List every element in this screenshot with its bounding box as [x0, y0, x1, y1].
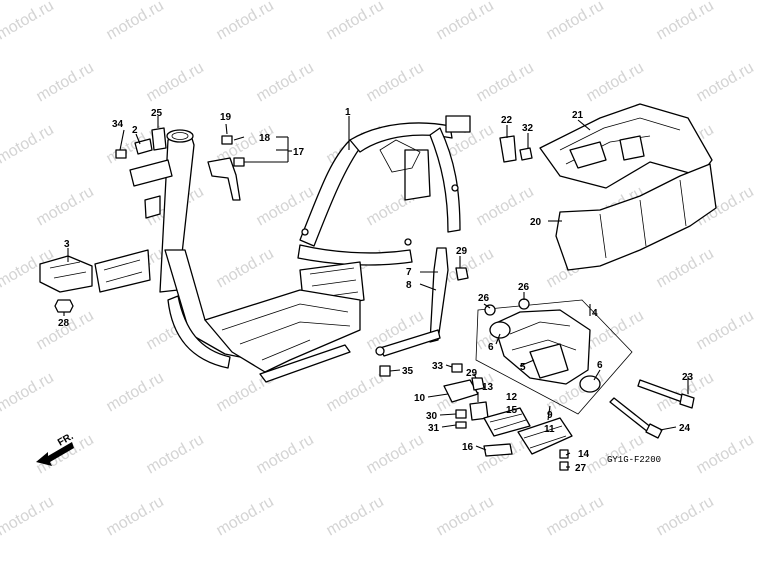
callout-27: 27	[575, 463, 587, 474]
watermark-text: motod.ru	[654, 0, 717, 43]
callout-9: 9	[547, 410, 553, 421]
callout-26b: 26	[518, 282, 530, 293]
engine-mount-bolts-drawing	[609, 379, 695, 439]
diagram-code: GY1G-F2200	[607, 455, 661, 465]
left-hardware-drawing	[39, 127, 245, 313]
front-direction-arrow: FR.	[36, 431, 76, 466]
main-frame-drawing	[129, 115, 471, 383]
callout-10: 10	[414, 393, 426, 404]
watermark-text: motod.ru	[694, 59, 757, 105]
callout-30: 30	[426, 411, 438, 422]
callout-29b: 29	[466, 368, 478, 379]
callout-labels: 1 2 3 4 5 6 6 7 8 9 10 11 12 13 14 15 16…	[58, 107, 694, 474]
callout-4: 4	[592, 308, 598, 319]
watermark-text: motod.ru	[214, 0, 277, 43]
watermark-text: motod.ru	[654, 245, 717, 291]
callout-15: 15	[506, 405, 518, 416]
watermark-text: motod.ru	[324, 493, 387, 539]
watermark-text: motod.ru	[474, 59, 537, 105]
watermark-text: motod.ru	[214, 493, 277, 539]
watermark-text: motod.ru	[364, 431, 427, 477]
callout-22: 22	[501, 115, 513, 126]
callout-25: 25	[151, 108, 163, 119]
callout-33: 33	[432, 361, 444, 372]
callout-19: 19	[220, 112, 232, 123]
watermark-text: motod.ru	[104, 0, 167, 43]
watermark-text: motod.ru	[544, 0, 607, 43]
watermark-text: motod.ru	[34, 307, 97, 353]
watermark-text: motod.ru	[474, 183, 537, 229]
watermark-text: motod.ru	[104, 369, 167, 415]
engine-hanger-drawing	[475, 298, 633, 415]
leader-lines	[63, 116, 689, 468]
callout-2: 2	[132, 125, 138, 136]
callout-13: 13	[482, 382, 494, 393]
callout-23: 23	[682, 372, 694, 383]
callout-28: 28	[58, 318, 70, 329]
watermark-text: motod.ru	[0, 369, 57, 415]
rear-fender-drawing	[499, 103, 717, 271]
callout-12: 12	[506, 392, 518, 403]
callout-6b: 6	[597, 360, 603, 371]
callout-14: 14	[578, 449, 590, 460]
watermark-text: motod.ru	[654, 493, 717, 539]
callout-1: 1	[345, 107, 351, 118]
callout-11: 11	[544, 424, 555, 435]
callout-3: 3	[64, 239, 70, 250]
watermark-text: motod.ru	[254, 431, 317, 477]
watermark-text: motod.ru	[694, 307, 757, 353]
callout-21: 21	[572, 110, 584, 121]
callout-31: 31	[428, 423, 440, 434]
watermark-text: motod.ru	[144, 431, 207, 477]
callout-17: 17	[293, 147, 305, 158]
callout-18: 18	[259, 133, 271, 144]
callout-6a: 6	[488, 342, 494, 353]
watermark-text: motod.ru	[0, 493, 57, 539]
watermark-text: motod.ru	[144, 59, 207, 105]
watermark-text: motod.ru	[0, 0, 57, 43]
callout-29a: 29	[456, 246, 468, 257]
watermark-text: motod.ru	[254, 59, 317, 105]
watermark-text: motod.ru	[584, 59, 647, 105]
callout-16: 16	[462, 442, 474, 453]
watermark-text: motod.ru	[214, 245, 277, 291]
watermark-text: motod.ru	[324, 0, 387, 43]
callout-5: 5	[520, 362, 526, 373]
callout-24: 24	[679, 423, 691, 434]
watermark-text: motod.ru	[34, 59, 97, 105]
watermark-text: motod.ru	[434, 493, 497, 539]
callout-34: 34	[112, 119, 124, 130]
watermark-text: motod.ru	[0, 121, 57, 167]
watermark-text: motod.ru	[34, 183, 97, 229]
center-stand-rod-drawing	[375, 247, 469, 357]
watermark-text: motod.ru	[364, 59, 427, 105]
callout-7: 7	[406, 267, 412, 278]
callout-32: 32	[522, 123, 534, 134]
watermark-text: motod.ru	[694, 431, 757, 477]
watermark-text: motod.ru	[324, 369, 387, 415]
callout-26a: 26	[478, 293, 490, 304]
watermark-text: motod.ru	[544, 493, 607, 539]
watermark-text: motod.ru	[434, 0, 497, 43]
callout-8: 8	[406, 280, 412, 291]
callout-20: 20	[530, 217, 542, 228]
watermark-text: motod.ru	[104, 493, 167, 539]
callout-35: 35	[402, 366, 414, 377]
